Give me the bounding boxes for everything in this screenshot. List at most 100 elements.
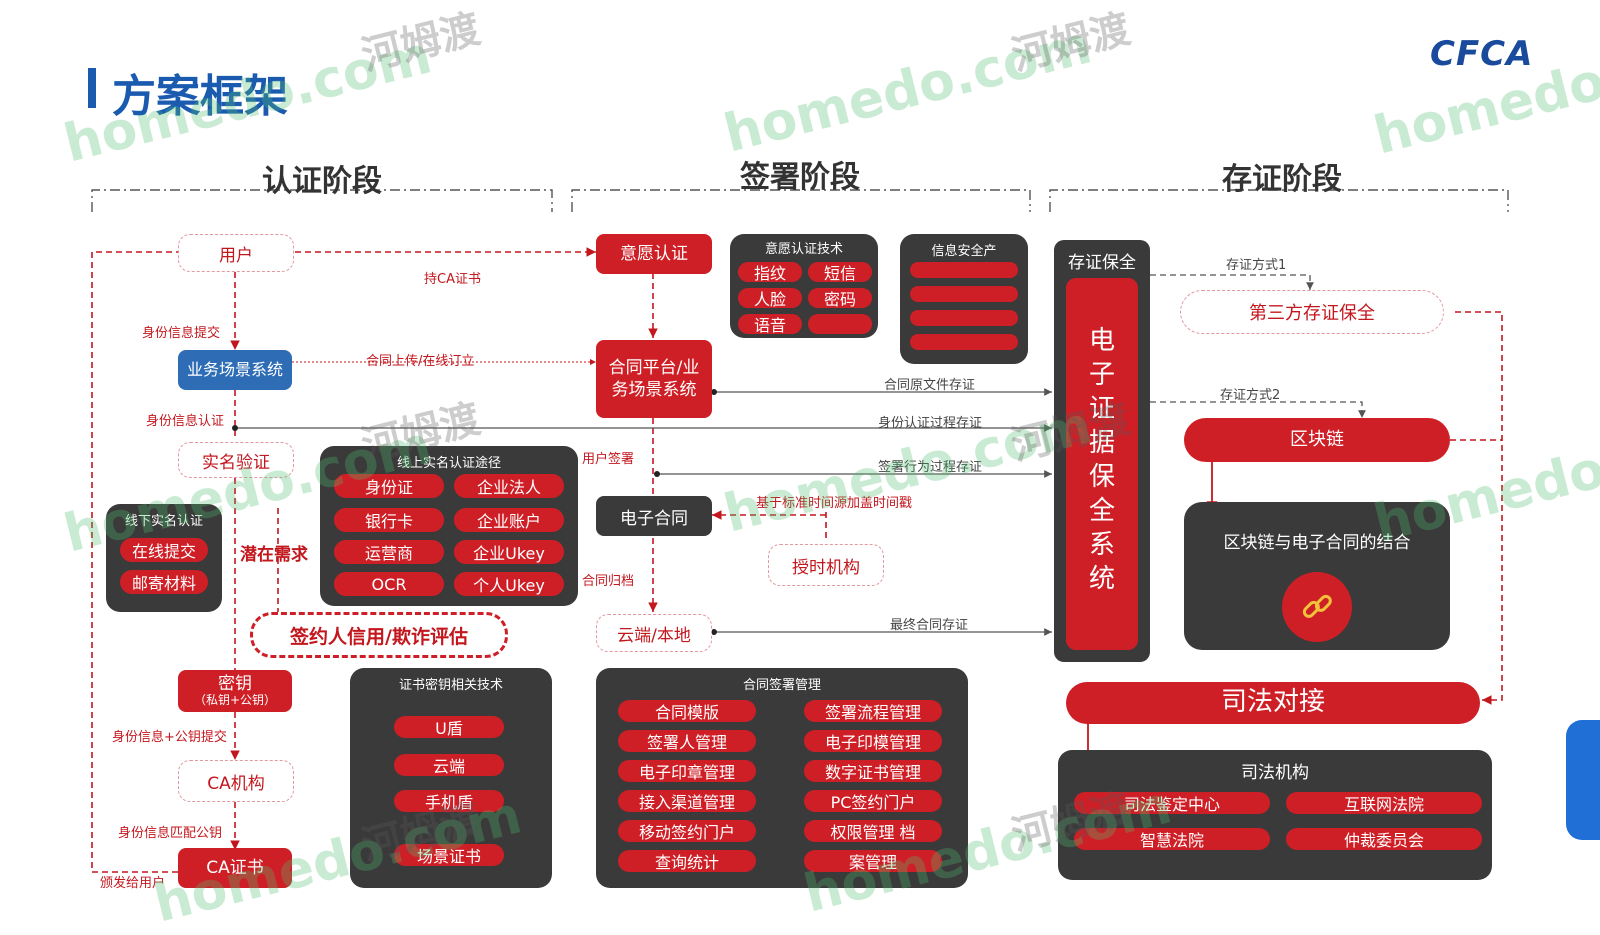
will-tech-title: 意愿认证技术: [764, 242, 843, 257]
cert-tech-title: 证书密钥相关技术: [398, 678, 503, 693]
chain-link-icon: [1302, 594, 1332, 618]
vchar: 全: [1088, 496, 1115, 526]
phase-auth-title: 认证阶段: [262, 164, 382, 199]
edge-decoration: [1566, 720, 1600, 840]
mgmt-item: 权限管理 档: [804, 820, 942, 842]
cert-tech-item: U盾: [394, 716, 504, 738]
connector-lines: [91, 189, 1509, 873]
cloud-local-node: 云端/本地: [596, 614, 712, 652]
judicial-connect-node: 司法对接: [1066, 682, 1480, 724]
user-node-label: 用户: [219, 245, 253, 266]
judicial-org-item: 司法鉴定中心: [1074, 792, 1270, 814]
econtract-node: 电子合同: [596, 496, 712, 536]
blockchain-combo-label: 区块链与电子合同的结合: [1223, 533, 1411, 553]
mgmt-item: 查询统计: [618, 850, 756, 872]
label-archive: 合同归档: [582, 574, 635, 589]
tsa-node: 授时机构: [768, 544, 884, 586]
label-contract-upload: 合同上传/在线订立: [366, 354, 475, 369]
mgmt-item: 案管理: [804, 850, 942, 872]
will-tech-item: [808, 314, 872, 334]
will-auth-node: 意愿认证: [596, 234, 712, 274]
will-tech-item: 语音: [738, 314, 802, 335]
vchar: 电: [1088, 326, 1115, 356]
phase-sign-title: 签署阶段: [740, 160, 860, 195]
ca-cert-label: CA证书: [206, 857, 264, 878]
vchar: 保: [1088, 462, 1115, 492]
label-id-key-submit: 身份信息+公钥提交: [112, 730, 227, 745]
cert-key-tech-panel: 证书密钥相关技术 U盾 云端 手机盾 场景证书: [350, 668, 552, 888]
biz-system-label: 业务场景系统: [186, 360, 283, 379]
tsa-label: 授时机构: [792, 557, 860, 578]
online-realname-panel: 线上实名认证途径 身份证 企业法人 银行卡 企业账户 运营商 企业Ukey OC…: [320, 446, 578, 606]
vchar: 系: [1088, 530, 1115, 560]
online-item: 运营商: [334, 540, 444, 564]
online-item: 身份证: [334, 474, 444, 498]
judicial-org-item: 互联网法院: [1286, 792, 1482, 814]
mgmt-item: 接入渠道管理: [618, 790, 756, 812]
realname-label: 实名验证: [202, 452, 270, 473]
cert-tech-item: 场景证书: [394, 844, 504, 866]
realname-node: 实名验证: [178, 442, 294, 478]
mgmt-item: 合同模版: [618, 700, 756, 722]
mgmt-item: 移动签约门户: [618, 820, 756, 842]
will-tech-item: 人脸: [738, 288, 802, 309]
offline-panel-title: 线下实名认证: [124, 514, 203, 529]
mgmt-item: 数字证书管理: [804, 760, 942, 782]
label-method1: 存证方式1: [1226, 258, 1287, 273]
contract-platform-node: 合同平台/业务场景系统: [596, 340, 712, 418]
key-node: 密钥 （私钥+公钥）: [178, 670, 292, 712]
potential-need-label: 潜在需求: [240, 545, 308, 565]
label-id-process: 身份认证过程存证: [878, 416, 983, 431]
infosec-title: 信息安全产: [931, 244, 997, 259]
offline-item: 在线提交: [120, 538, 208, 562]
credit-label: 签约人信用/欺诈评估: [290, 625, 468, 648]
label-id-submit: 身份信息提交: [142, 326, 221, 341]
label-sign-process: 签署行为过程存证: [878, 460, 983, 475]
judicial-org-item: 智慧法院: [1074, 828, 1270, 850]
link-icon: [1282, 572, 1352, 642]
label-method2: 存证方式2: [1220, 388, 1281, 403]
blockchain-node: 区块链: [1184, 418, 1450, 462]
mgmt-item: 签署人管理: [618, 730, 756, 752]
label-user-sign: 用户签署: [582, 452, 635, 467]
blockchain-econtract-panel: 区块链与电子合同的结合: [1184, 502, 1450, 650]
ca-cert-node: CA证书: [178, 848, 292, 888]
mgmt-item: 电子印模管理: [804, 730, 942, 752]
online-item: OCR: [334, 572, 444, 596]
mgmt-item: 电子印章管理: [618, 760, 756, 782]
ca-org-label: CA机构: [207, 773, 265, 794]
vchar: 证: [1088, 394, 1115, 424]
infosec-item: [910, 334, 1018, 350]
key-sub-label: （私钥+公钥）: [193, 692, 277, 707]
third-party-label: 第三方存证保全: [1249, 303, 1375, 324]
label-hold-ca: 持CA证书: [424, 272, 481, 287]
infosec-item: [910, 262, 1018, 278]
will-auth-label: 意愿认证: [620, 243, 688, 264]
cert-tech-item: 手机盾: [394, 790, 504, 812]
label-issue: 颁发给用户: [100, 876, 166, 891]
preservation-panel: 存证保全 电 子 证 据 保 全 系 统: [1054, 240, 1150, 662]
evidence-preservation-system: 电 子 证 据 保 全 系 统: [1066, 278, 1138, 650]
label-id-auth: 身份信息认证: [146, 414, 225, 429]
mgmt-item: PC签约门户: [804, 790, 942, 812]
vchar: 子: [1088, 360, 1115, 390]
will-tech-item: 密码: [808, 288, 872, 309]
label-id-match: 身份信息匹配公钥: [118, 826, 223, 841]
title-accent-bar: [88, 68, 96, 108]
contract-mgmt-title: 合同签署管理: [742, 678, 821, 693]
ca-org-node: CA机构: [178, 760, 294, 802]
judicial-org-item: 仲裁委员会: [1286, 828, 1482, 850]
judicial-connect-label: 司法对接: [1220, 687, 1325, 718]
online-item: 企业账户: [454, 508, 564, 532]
will-tech-panel: 意愿认证技术 指纹 短信 人脸 密码 语音: [730, 234, 878, 338]
judicial-org-title: 司法机构: [1241, 763, 1309, 783]
label-timestamp: 基于标准时间源加盖时间戳: [756, 496, 913, 511]
online-item: 个人Ukey: [454, 572, 564, 596]
online-item: 企业法人: [454, 474, 564, 498]
blockchain-label: 区块链: [1290, 429, 1344, 451]
infosec-item: [910, 286, 1018, 302]
key-label: 密钥: [218, 674, 252, 695]
will-tech-item: 指纹: [738, 262, 802, 283]
vchar: 统: [1088, 564, 1115, 594]
cloud-local-label: 云端/本地: [617, 625, 691, 646]
